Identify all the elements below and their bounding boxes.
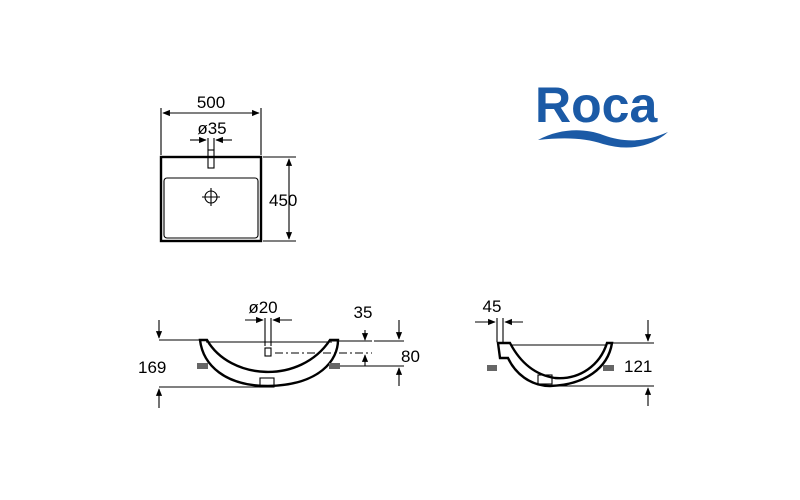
width-label: 500 (197, 93, 225, 112)
side-foot-left (487, 365, 497, 371)
front-basin (198, 338, 340, 388)
front-waste-outlet (259, 377, 275, 388)
depth-label: 450 (269, 191, 297, 210)
basin-outline (159, 155, 263, 243)
dimension-overflow-height: 80 (340, 320, 420, 386)
dimension-side-height: 121 (552, 320, 654, 406)
front-foot-left (197, 363, 208, 369)
side-height-label: 121 (624, 357, 652, 376)
waste-symbol (202, 188, 220, 206)
waste-label: ø20 (248, 298, 277, 317)
dimension-side-offset: 45 (475, 297, 523, 342)
basin-bowl (163, 177, 259, 239)
dimension-waste: ø20 (245, 298, 292, 346)
side-basin (496, 341, 614, 388)
side-foot-right (603, 365, 614, 371)
tap-hole-label: ø35 (197, 119, 226, 138)
front-view: ø20 35 169 80 (138, 298, 420, 408)
side-waste-outlet (537, 374, 553, 385)
front-tap-hole (264, 347, 272, 357)
dimension-width: 500 (160, 93, 262, 155)
overall-height-label: 169 (138, 358, 166, 377)
side-offset-label: 45 (483, 297, 502, 316)
overflow-height-label: 80 (401, 347, 420, 366)
roca-logo: Roca (535, 77, 668, 148)
dimension-depth: 450 (263, 156, 297, 242)
logo-wave (538, 130, 668, 148)
front-foot-right (329, 363, 340, 369)
tap-hole (207, 149, 215, 169)
logo-wordmark: Roca (535, 77, 658, 133)
top-view: 500 ø35 450 (159, 93, 297, 243)
offset-35-label: 35 (354, 303, 373, 322)
dimension-tap-hole: ø35 (190, 119, 232, 150)
dimension-overall-height: 169 (138, 320, 265, 408)
side-view: 45 121 (475, 297, 654, 406)
